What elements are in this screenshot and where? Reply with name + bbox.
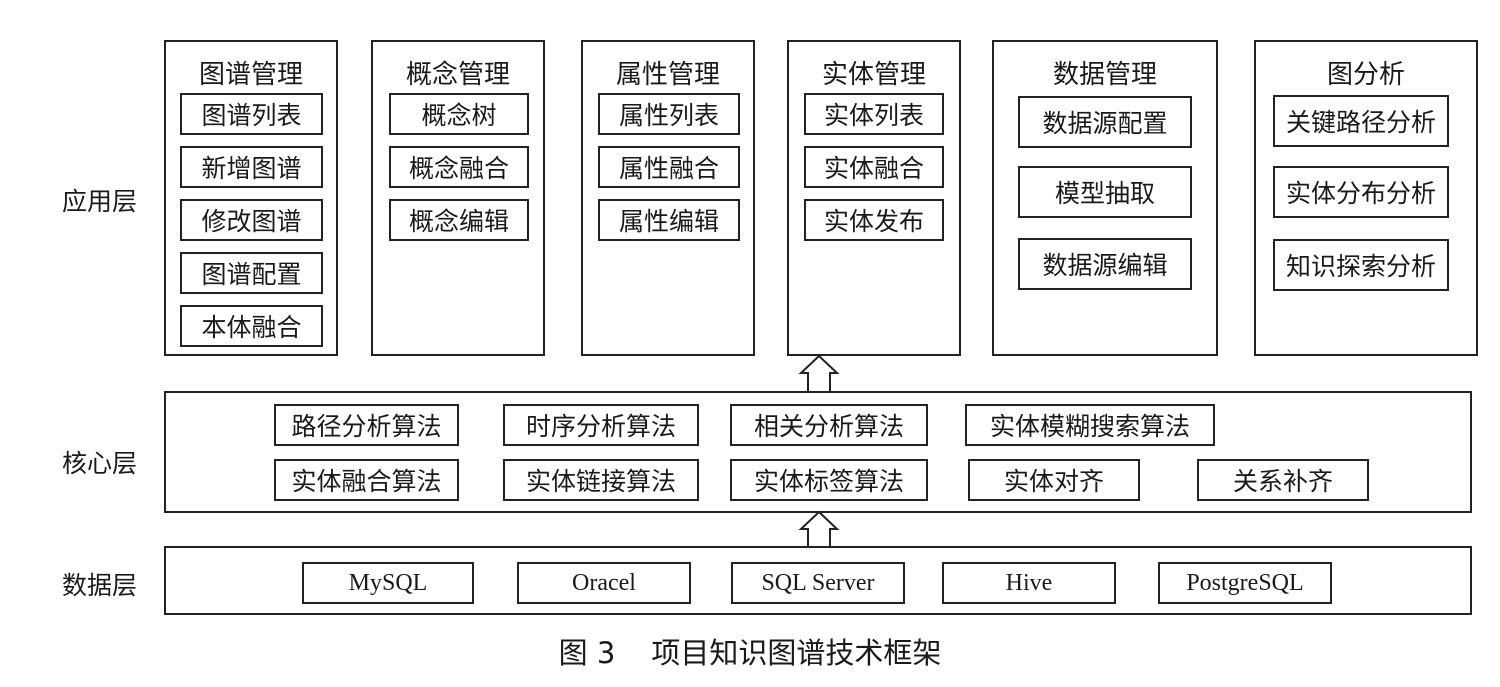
algorithm-item: 时序分析算法 (503, 404, 699, 446)
module-title: 图谱管理 (198, 60, 303, 90)
algorithm-item: 实体对齐 (968, 459, 1140, 501)
arrow-up-icon (798, 510, 840, 549)
module-item: 实体融合 (804, 146, 944, 188)
algorithm-item: 实体链接算法 (503, 459, 699, 501)
module-item: 新增图谱 (180, 146, 323, 188)
module-item: 属性列表 (598, 93, 740, 135)
module-item: 实体发布 (804, 199, 944, 241)
module-item: 概念编辑 (389, 199, 529, 241)
database-item: SQL Server (731, 562, 905, 604)
data-layer-box: MySQL Oracel SQL Server Hive PostgreSQL (164, 546, 1472, 615)
module-title: 概念管理 (405, 60, 510, 90)
layer-label-data: 数据层 (62, 571, 138, 600)
module-attribute-management: 属性管理 属性列表 属性融合 属性编辑 (581, 40, 755, 356)
layer-label-core: 核心层 (62, 449, 138, 478)
module-item: 关键路径分析 (1273, 95, 1449, 147)
module-item: 图谱列表 (180, 93, 323, 135)
module-title: 属性管理 (615, 60, 720, 90)
module-entity-management: 实体管理 实体列表 实体融合 实体发布 (787, 40, 961, 356)
database-item: PostgreSQL (1158, 562, 1332, 604)
module-item: 实体列表 (804, 93, 944, 135)
database-item: MySQL (302, 562, 474, 604)
module-item: 模型抽取 (1018, 166, 1192, 218)
module-data-management: 数据管理 数据源配置 模型抽取 数据源编辑 (992, 40, 1218, 356)
arrow-up-icon (798, 354, 840, 393)
algorithm-item: 关系补齐 (1197, 459, 1369, 501)
module-concept-management: 概念管理 概念树 概念融合 概念编辑 (371, 40, 545, 356)
algorithm-item: 实体标签算法 (730, 459, 928, 501)
module-graph-management: 图谱管理 图谱列表 新增图谱 修改图谱 图谱配置 本体融合 (164, 40, 338, 356)
algorithm-item: 相关分析算法 (730, 404, 928, 446)
database-item: Hive (942, 562, 1116, 604)
module-graph-analysis: 图分析 关键路径分析 实体分布分析 知识探索分析 (1254, 40, 1478, 356)
algorithm-item: 实体模糊搜索算法 (965, 404, 1215, 446)
algorithm-item: 实体融合算法 (274, 459, 459, 501)
module-item: 属性融合 (598, 146, 740, 188)
core-layer-box: 路径分析算法 时序分析算法 相关分析算法 实体模糊搜索算法 实体融合算法 实体链… (164, 391, 1472, 513)
module-item: 数据源配置 (1018, 96, 1192, 148)
algorithm-item: 路径分析算法 (274, 404, 459, 446)
figure-caption: 图 3 项目知识图谱技术框架 (0, 630, 1500, 672)
module-item: 知识探索分析 (1273, 239, 1449, 291)
module-item: 本体融合 (180, 305, 323, 347)
module-title: 实体管理 (821, 60, 926, 90)
module-item: 数据源编辑 (1018, 238, 1192, 290)
module-item: 图谱配置 (180, 252, 323, 294)
module-item: 修改图谱 (180, 199, 323, 241)
figure-title: 项目知识图谱技术框架 (651, 636, 942, 670)
module-item: 属性编辑 (598, 199, 740, 241)
module-item: 实体分布分析 (1273, 166, 1449, 218)
layer-label-application: 应用层 (62, 187, 138, 216)
figure-number: 图 3 (558, 636, 616, 670)
module-item: 概念树 (389, 93, 529, 135)
database-item: Oracel (517, 562, 691, 604)
module-item: 概念融合 (389, 146, 529, 188)
module-title: 数据管理 (1052, 60, 1157, 90)
module-title: 图分析 (1326, 60, 1405, 90)
